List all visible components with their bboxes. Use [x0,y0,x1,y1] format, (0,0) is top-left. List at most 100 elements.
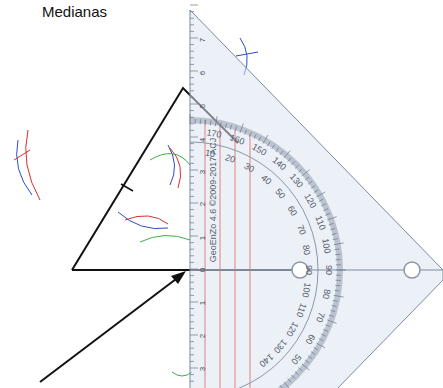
tick [333,300,338,301]
tick [308,181,312,184]
ruler-tick [190,176,194,177]
tick [302,170,310,176]
ruler-tick [190,229,194,230]
ruler-tick [190,209,194,210]
ruler-tick [190,117,194,118]
tick [336,259,341,260]
tick [319,199,323,201]
ruler-tick [190,150,194,151]
tick [305,360,309,363]
ruler-tick [190,321,194,322]
guide-lines [205,120,250,388]
tick [291,161,294,165]
protractor-number: 90 [324,265,333,275]
tick [335,248,340,250]
protractor-band [190,120,340,388]
tick [325,213,330,215]
arc [118,212,168,229]
ruler-tick [190,189,194,190]
ruler-tick [190,328,194,329]
tick [220,122,221,127]
brand-text: GeoEnZo 4.6 ©2009-2017 ACJ [209,138,218,263]
arc [150,154,190,165]
tick [215,116,217,126]
arc [168,145,175,185]
ruler-number: 1 [199,236,207,240]
arc-mark [236,52,258,56]
ruler-tick [190,183,194,184]
tick [311,186,315,189]
ruler-tick [190,143,194,144]
ruler-number: 3 [199,170,207,174]
ruler-tick [190,44,194,45]
ruler-tick [190,71,198,72]
tick [295,165,299,168]
ruler-tick [190,123,194,124]
ruler-tick [190,130,194,131]
tick [335,254,340,256]
ruler-tick [190,110,194,111]
tick [319,339,323,341]
tick [336,264,341,265]
tick [205,120,207,125]
tick [330,228,335,229]
tick [298,169,302,172]
ruler-tick [190,156,194,157]
tick [225,123,226,128]
ruler-number: 6 [199,71,207,75]
arc [172,372,192,376]
ruler-tick [190,374,194,375]
tick [230,125,231,130]
ruler-tick [190,222,194,223]
ruler-tick [190,288,194,289]
tick [291,375,294,379]
tick [280,385,283,388]
ruler-tick [190,216,194,217]
tick [336,275,341,276]
tick [332,305,337,306]
ruler-tick [190,361,194,362]
ruler-tick [190,97,194,98]
tick [323,209,328,211]
ruler-number: 7 [199,38,207,42]
ruler-tick [190,11,194,12]
ruler-number: 0 [199,268,207,272]
protractor-number: 100 [320,238,331,254]
tick [316,343,325,348]
ruler-number: 2 [199,334,207,338]
ruler-tick [190,282,194,283]
tick [335,290,340,292]
ruler-tick [190,348,194,349]
tick [295,371,299,374]
tick [325,325,330,327]
ruler-tick [190,381,194,382]
tick [332,233,337,234]
tick [321,334,325,336]
ruler-tick [190,236,198,237]
tick [314,190,318,193]
ruler-tick [190,295,194,296]
ruler-tick [190,275,194,276]
ruler-tick [190,203,198,204]
tick [263,135,268,144]
ruler-tick [190,90,194,91]
tick [245,130,247,135]
tick [336,280,341,281]
handle-icon [404,262,420,278]
tick [210,120,212,125]
tick [330,310,335,311]
protractor-number: 100 [300,282,311,298]
ruler-tick [190,302,198,303]
ruler-tick [190,18,194,19]
arc [17,140,32,195]
ruler-tick [190,31,194,32]
tick [336,270,346,271]
tick [288,158,291,162]
tick [334,243,344,245]
arc [125,216,168,224]
ruler-tick [190,51,194,52]
tick [323,329,328,331]
tick [302,364,310,370]
tick [284,150,290,158]
